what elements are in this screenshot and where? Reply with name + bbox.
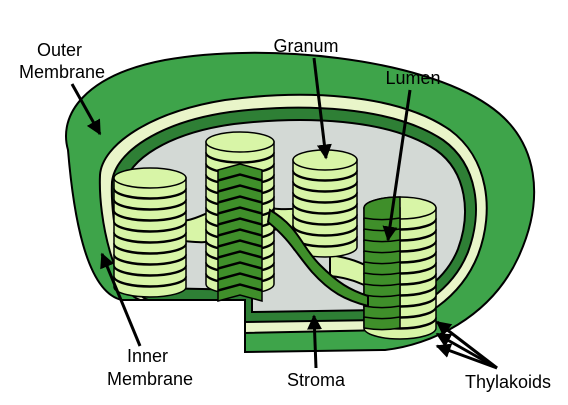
thylakoids-leader-1 bbox=[435, 320, 498, 370]
granum-center-cut-thylakoid bbox=[217, 196, 263, 214]
granum-center-cut-thylakoid bbox=[217, 163, 263, 181]
outer-membrane-label: Outer Membrane bbox=[19, 40, 105, 82]
granum-center-cut-thylakoid bbox=[217, 251, 263, 269]
grana-stacks bbox=[113, 131, 437, 340]
thylakoids-leader-2 bbox=[435, 332, 498, 370]
granum-center-cut-thylakoid bbox=[217, 240, 263, 258]
granum-center-cut-thylakoid bbox=[217, 229, 263, 247]
lumen-label: Lumen bbox=[385, 68, 440, 88]
inner-membrane-leader bbox=[100, 252, 142, 347]
thylakoid-connector bbox=[266, 208, 369, 308]
granum-center-cut-thylakoid bbox=[217, 273, 263, 291]
granum-label: Granum bbox=[273, 36, 338, 56]
granum-center-cut-thylakoid bbox=[217, 174, 263, 192]
granum-center-cut-thylakoid bbox=[217, 218, 263, 236]
outer-membrane-leader bbox=[70, 83, 102, 136]
inner-membrane-label-line2: Membrane bbox=[107, 369, 193, 389]
lumen-leader bbox=[382, 89, 412, 242]
thylakoids-label: Thylakoids bbox=[465, 372, 551, 392]
granum-center-cut bbox=[217, 163, 263, 302]
inner-membrane-label-line1: Inner bbox=[127, 346, 168, 366]
inner-membrane-label: Inner Membrane bbox=[107, 346, 193, 389]
granum-left-thylakoid bbox=[113, 167, 187, 199]
granum-front-cut bbox=[363, 196, 401, 331]
granum-center-cut-thylakoid bbox=[217, 262, 263, 280]
granum-center-thylakoid bbox=[205, 131, 275, 163]
granum-leader bbox=[312, 57, 332, 160]
granum-left bbox=[113, 167, 187, 298]
thylakoids-leader-3 bbox=[435, 343, 498, 370]
granum-center-cut-thylakoid bbox=[217, 185, 263, 203]
stroma-leader bbox=[307, 314, 323, 369]
granum-center-cut-thylakoid bbox=[217, 207, 263, 225]
outer-membrane-label-line2: Membrane bbox=[19, 62, 105, 82]
outer-membrane-label-line1: Outer bbox=[37, 40, 82, 60]
stroma-label: Stroma bbox=[287, 370, 346, 390]
granum-center-cut-thylakoid bbox=[217, 284, 263, 302]
